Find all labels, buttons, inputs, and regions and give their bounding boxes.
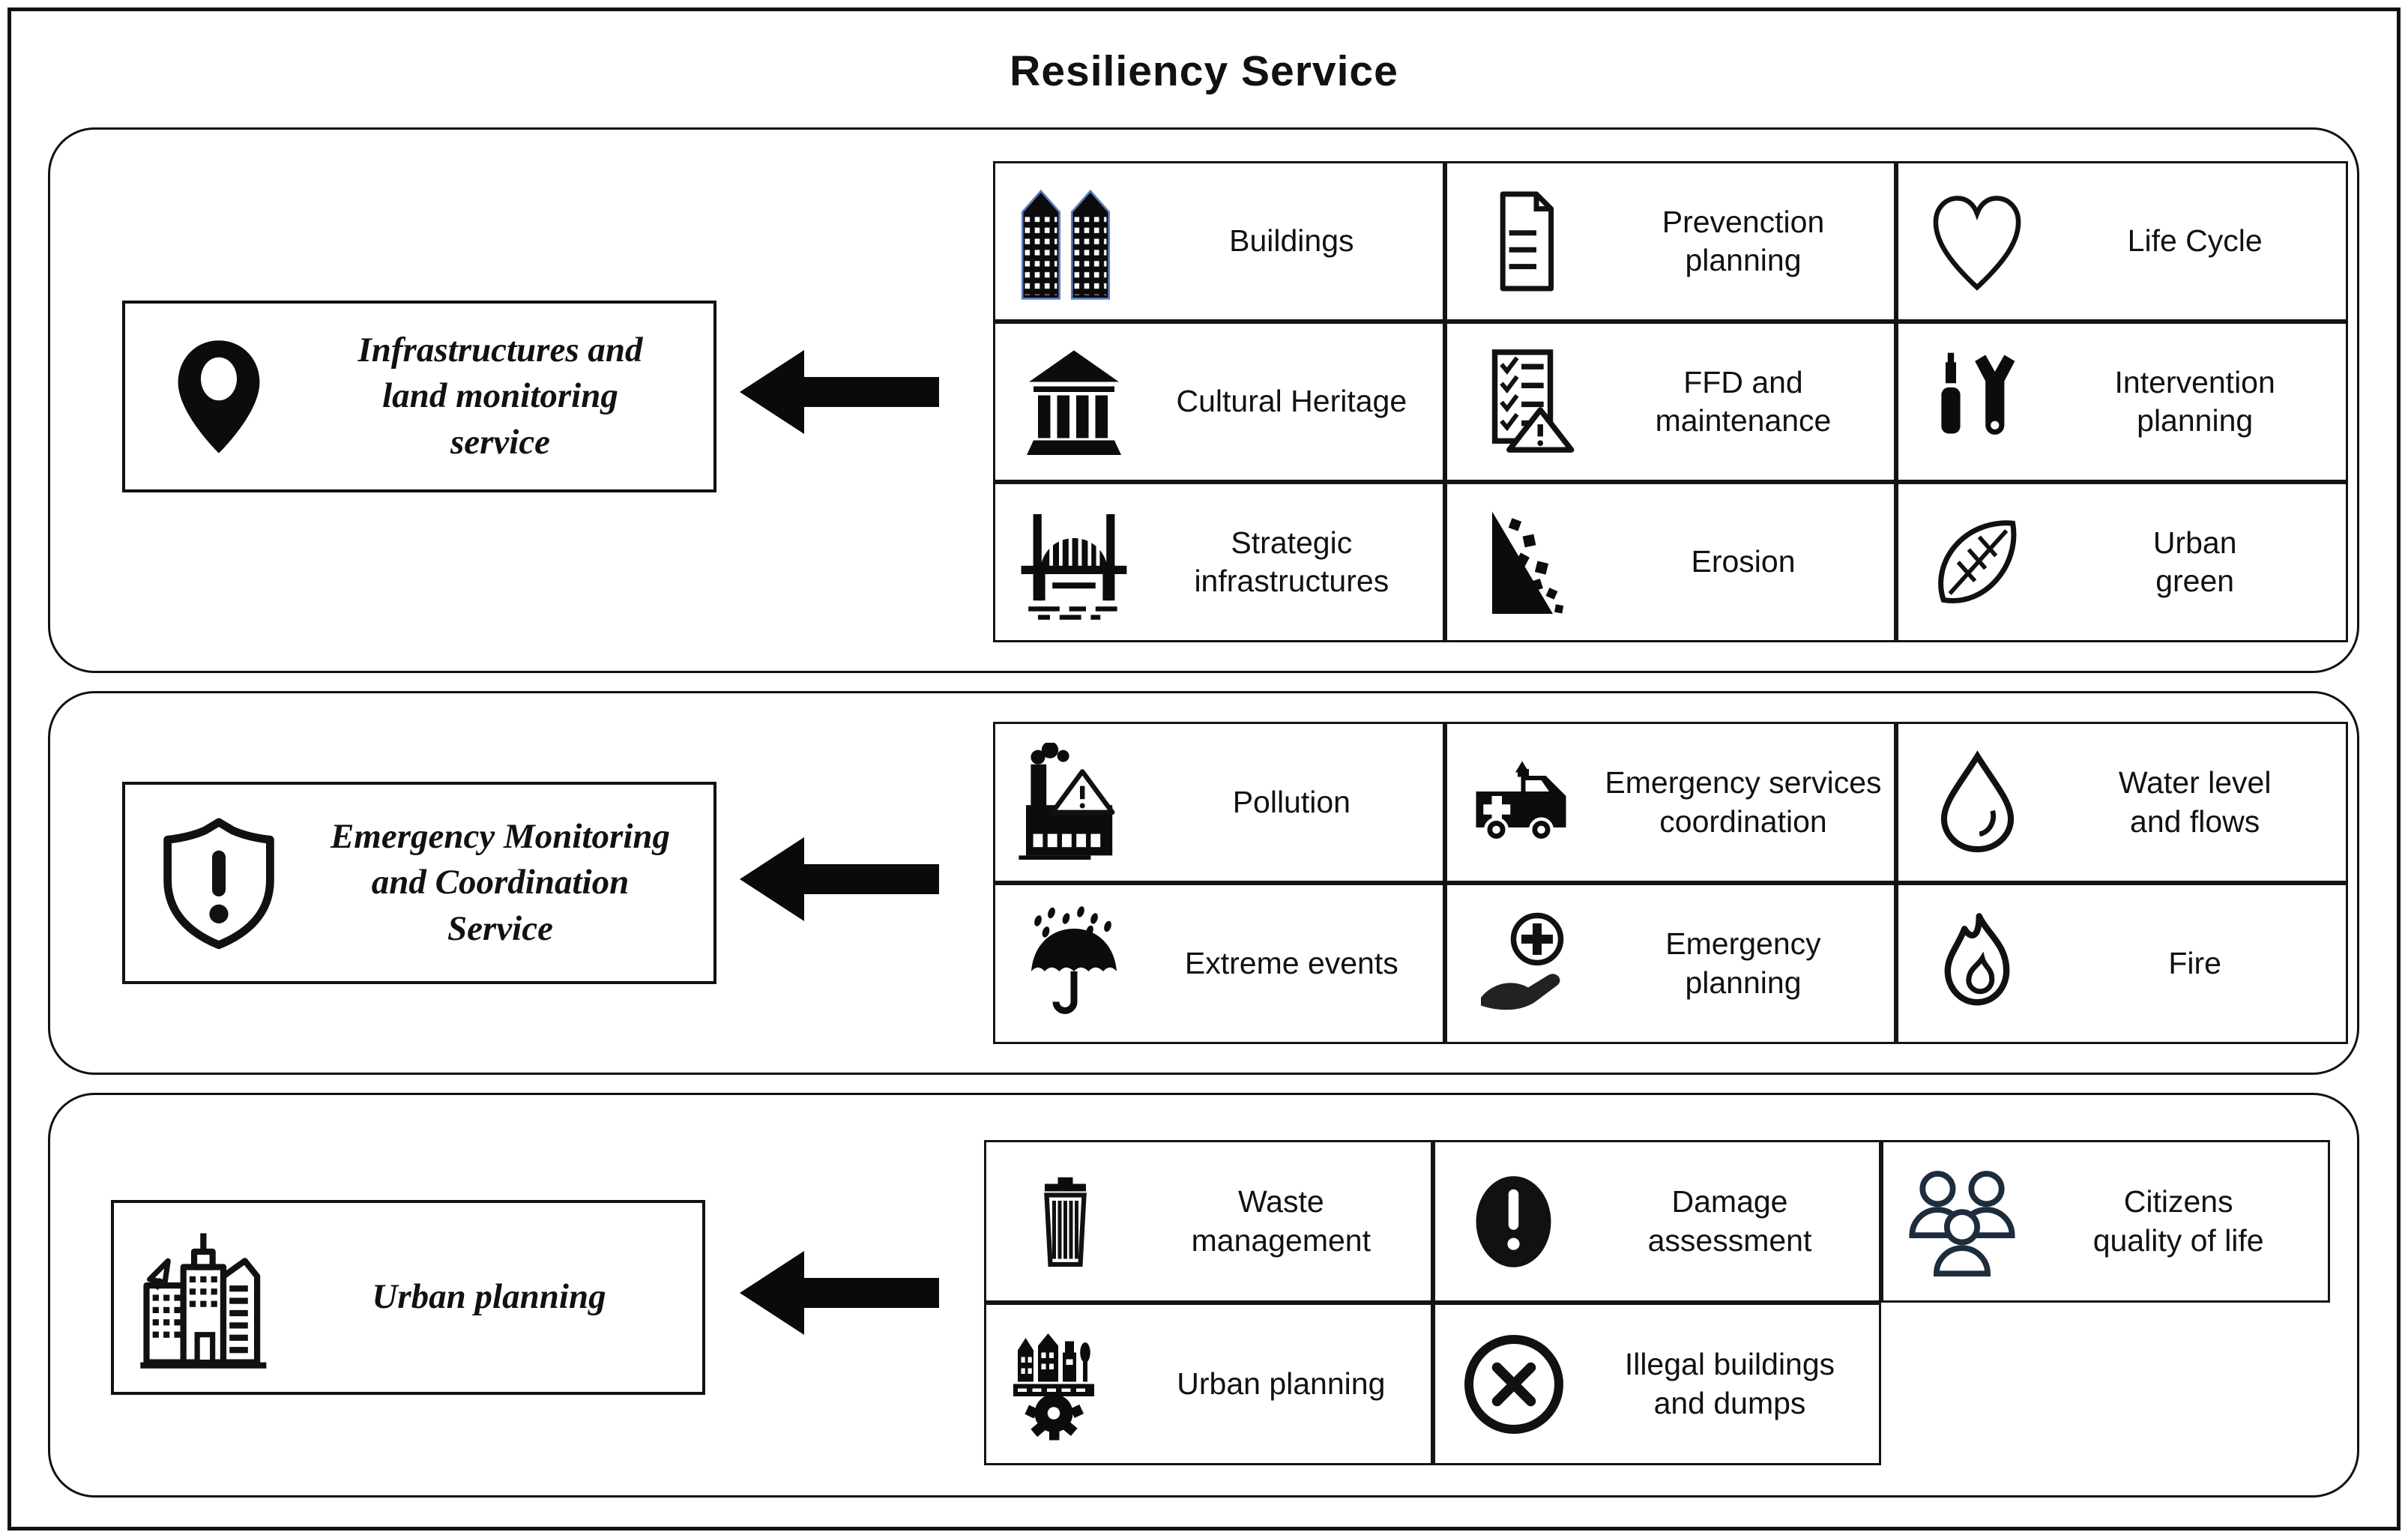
cell-label: Emergency planning <box>1665 926 1821 1000</box>
cell-label: Life Cycle <box>2127 223 2263 259</box>
service-label-box: Infrastructures and land monitoring serv… <box>122 301 716 492</box>
factory-icon <box>995 742 1153 863</box>
left-arrow-icon <box>740 349 939 435</box>
service-label: Emergency Monitoring and Coordination Se… <box>330 817 671 948</box>
people-icon <box>1883 1163 2041 1279</box>
cell-label: Emergency services coordination <box>1605 765 1882 839</box>
cell-label: Erosion <box>1691 544 1796 579</box>
location-pin-icon <box>125 320 313 474</box>
cell-label: Pollution <box>1232 784 1351 819</box>
grid-cell-extreme-events: Extreme events <box>993 883 1445 1044</box>
grid-cell-intervention-planning: Intervention planning <box>1896 322 2348 482</box>
cell-label: Urban planning <box>1177 1366 1386 1401</box>
grid-cell-illegal-buildings-dumps: Illegal buildings and dumps <box>1432 1303 1882 1465</box>
diagram-title: Resiliency Service <box>1010 47 1398 95</box>
service-label-box: Urban planning <box>111 1200 705 1395</box>
ambulance-icon <box>1447 747 1605 859</box>
shield-exclamation-icon <box>125 808 313 958</box>
grid-cell-emergency-planning: Emergency planning <box>1444 883 1897 1044</box>
empty-cell <box>1881 1303 2330 1465</box>
city-buildings-icon <box>114 1221 301 1375</box>
grid-cell-buildings: Buildings <box>993 161 1445 322</box>
cell-label: Intervention planning <box>2114 364 2275 438</box>
cell-label: Cultural Heritage <box>1176 384 1407 419</box>
tools-icon <box>1898 344 2056 460</box>
umbrella-rain-icon <box>995 902 1153 1025</box>
section-infrastructures-land-monitoring: Infrastructures and land monitoring serv… <box>48 127 2359 673</box>
trash-icon <box>986 1159 1144 1283</box>
cell-label: Illegal buildings and dumps <box>1624 1347 1835 1420</box>
heart-icon <box>1898 187 2056 296</box>
bridge-icon <box>995 502 1153 622</box>
section-urban-planning: Urban planning <box>48 1093 2359 1498</box>
grid-cell-prevention-planning: Prevenction planning <box>1444 161 1897 322</box>
document-icon <box>1447 184 1605 298</box>
grid-cell-emergency-services-coordination: Emergency services coordination <box>1444 722 1897 883</box>
hand-plus-icon <box>1447 904 1605 1024</box>
grid-cell-cultural-heritage: Cultural Heritage <box>993 322 1445 482</box>
grid-cell-urban-planning: Urban planning <box>984 1303 1433 1465</box>
grid-cell-urban-green: Urban green <box>1896 482 2348 642</box>
cell-label: Citizens quality of life <box>2092 1184 2264 1258</box>
service-label: Urban planning <box>372 1277 606 1317</box>
cell-label: Fire <box>2168 945 2221 980</box>
grid-cell-damage-assessment: Damage assessment <box>1432 1140 1882 1303</box>
left-arrow-icon <box>740 1249 939 1336</box>
grid-cell-pollution: Pollution <box>993 722 1445 883</box>
cell-label: Prevenction planning <box>1662 204 1825 277</box>
cell-label: Strategic infrastructures <box>1194 525 1389 598</box>
water-drop-icon <box>1898 743 2056 863</box>
cell-label: Water level and flows <box>2118 765 2272 839</box>
section-emergency-monitoring-coordination: Emergency Monitoring and Coordination Se… <box>48 691 2359 1075</box>
museum-icon <box>995 344 1153 460</box>
cell-label: Urban green <box>2152 525 2237 598</box>
grid-cell-waste-management: Waste management <box>984 1140 1433 1303</box>
grid-cell-water-level-flows: Water level and flows <box>1896 722 2348 883</box>
services-grid: Pollution <box>993 722 2348 1044</box>
left-arrow-icon <box>740 836 939 923</box>
grid-cell-erosion: Erosion <box>1444 482 1897 642</box>
buildings-icon <box>995 180 1153 304</box>
checklist-warning-icon <box>1447 344 1605 460</box>
service-label-box: Emergency Monitoring and Coordination Se… <box>122 782 716 984</box>
grid-cell-strategic-infrastructures: Strategic infrastructures <box>993 482 1445 642</box>
cell-label: Extreme events <box>1184 945 1398 980</box>
leaf-icon <box>1898 510 2056 615</box>
grid-cell-ffd-maintenance: FFD and maintenance <box>1444 322 1897 482</box>
services-grid: Waste management Damage assessment <box>984 1140 2330 1465</box>
grid-cell-fire: Fire <box>1896 883 2348 1044</box>
landslide-icon <box>1447 502 1605 622</box>
cell-label: FFD and maintenance <box>1655 364 1832 438</box>
flame-icon <box>1898 902 2056 1025</box>
grid-cell-life-cycle: Life Cycle <box>1896 161 2348 322</box>
outer-border <box>7 7 2401 1531</box>
services-grid: Buildings Prevenction planning <box>993 161 2348 642</box>
cell-label: Waste management <box>1191 1184 1371 1258</box>
cell-label: Buildings <box>1229 223 1354 259</box>
exclamation-circle-icon <box>1435 1162 1593 1282</box>
cell-label: Damage assessment <box>1647 1184 1812 1258</box>
city-gear-icon <box>986 1322 1144 1446</box>
x-circle-icon <box>1435 1328 1593 1441</box>
service-label: Infrastructures and land monitoring serv… <box>357 331 643 462</box>
grid-cell-citizens-quality-of-life: Citizens quality of life <box>1881 1140 2330 1303</box>
